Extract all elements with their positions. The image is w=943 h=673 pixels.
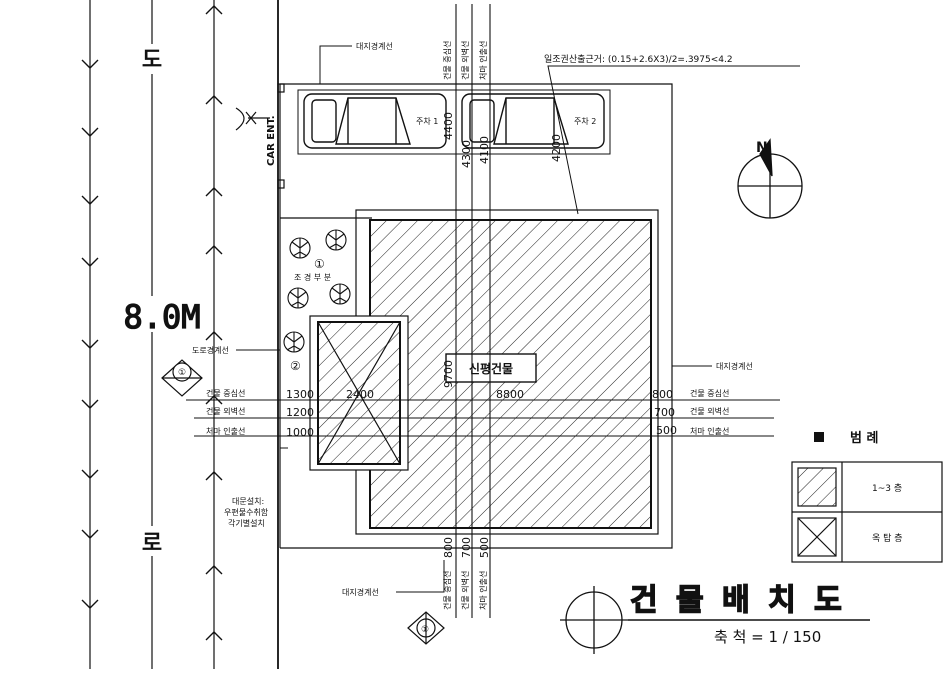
landscape-label: 조 경 부 분 — [294, 272, 331, 282]
roof-structure — [309, 315, 409, 471]
legend-swatch-rooftop — [797, 517, 837, 557]
north-arrow-icon — [737, 138, 803, 219]
bottom-dim-1: 800 — [442, 537, 455, 558]
left-line-value-2: 1200 — [286, 406, 314, 419]
car-1-label: 주차 1 — [416, 117, 438, 126]
section-mark-bottom-label: ① — [421, 625, 429, 635]
sunlight-angle-leader — [547, 65, 800, 215]
title-mark — [560, 586, 628, 654]
legend-bullet — [814, 432, 824, 442]
right-line-value-3: 500 — [656, 424, 677, 437]
drawing-title: 건 물 배 치 도 — [630, 583, 846, 618]
top-dim-1: 4400 — [442, 112, 455, 140]
section-mark-left-label: ① — [178, 368, 186, 378]
car-1-icon — [303, 93, 447, 149]
car-2-label: 주차 2 — [574, 117, 596, 126]
site-boundary-label-right: 대지경계선 — [716, 361, 753, 371]
vline-label-top-wall: 건물 외벽선 — [460, 41, 470, 80]
landscape-mark-1: ① — [314, 257, 325, 271]
site-boundary-label-top: 대지경계선 — [356, 41, 393, 51]
vline-label-bottom-center: 건물 중심선 — [442, 571, 452, 610]
top-dim-2: 4300 — [460, 140, 473, 168]
gate-note-1: 대문설치: — [232, 496, 264, 506]
vline-label-bottom-eave: 처마 인출선 — [478, 571, 488, 610]
road-width-bg — [112, 296, 212, 332]
horizontal-reference-lines — [186, 399, 780, 437]
road-width-label: 8.0M — [123, 298, 200, 336]
left-line-value-3: 1000 — [286, 426, 314, 439]
legend-row-rooftop: 옥 탑 층 — [872, 532, 903, 544]
legend-title: 범 례 — [850, 430, 878, 446]
building-name-box — [445, 353, 537, 383]
north-label: N — [756, 140, 768, 156]
boundary-leader-bottom — [396, 560, 445, 593]
left-line-label-2: 건물 외벽선 — [206, 406, 245, 416]
road-char-top-bg — [140, 44, 164, 74]
vline-label-top-eave: 처마 인출선 — [478, 41, 488, 80]
legend-swatch-floors — [797, 467, 837, 507]
vline-label-top-center: 건물 중심선 — [442, 41, 452, 80]
parking-bay — [297, 89, 611, 155]
landscape-mark-2: ② — [290, 359, 301, 373]
road-char-bottom-bg — [140, 526, 164, 556]
section-mark-bottom — [407, 611, 445, 645]
tree-icons — [283, 229, 351, 353]
site-boundary-label-bottom: 대지경계선 — [342, 587, 379, 597]
road-area — [81, 0, 279, 669]
road-char-bottom: 로 — [142, 531, 162, 556]
car-entrance-label: CAR ENT. — [266, 115, 277, 166]
site-boundary — [277, 83, 673, 549]
road-boundary-label: 도로경계선 — [192, 345, 229, 355]
drawing-scale: 축 척 = 1 / 150 — [714, 628, 821, 646]
right-line-value-2: 700 — [654, 406, 675, 419]
right-line-value-1: 800 — [652, 388, 673, 401]
dim-height: 9700 — [442, 360, 455, 388]
left-line-label-1: 건물 중심선 — [206, 388, 245, 398]
legend-row-floors: 1~3 층 — [872, 483, 902, 494]
boundary-leader-top — [319, 45, 352, 84]
right-line-label-2: 건물 외벽선 — [690, 406, 729, 416]
vline-label-bottom-wall: 건물 외벽선 — [460, 571, 470, 610]
dim-width-left: 2400 — [346, 388, 374, 401]
right-line-label-1: 건물 중심선 — [690, 388, 729, 398]
car-entrance-marker — [235, 107, 270, 131]
vertical-reference-lines — [455, 4, 491, 618]
legend-table — [791, 461, 943, 563]
right-line-label-3: 처마 인출선 — [690, 426, 729, 436]
left-line-label-3: 처마 인출선 — [206, 426, 245, 436]
bottom-dim-2: 700 — [460, 537, 473, 558]
top-dim-3: 4100 — [478, 136, 491, 164]
top-dim-4: 4200 — [550, 134, 563, 162]
building-name: 신평건물 — [469, 361, 513, 376]
gate-note-3: 각기별설치 — [228, 518, 265, 528]
gate-note-2: 우편물수취함 — [224, 507, 269, 517]
sunlight-formula: 일조권산출근거: (0.15+2.6X3)/2=.3975<4.2 — [544, 53, 733, 65]
section-mark-left — [161, 359, 203, 397]
dim-width-main: 8800 — [496, 388, 524, 401]
car-2-icon — [461, 93, 605, 149]
road-char-top: 도 — [142, 48, 162, 73]
bottom-dim-3: 500 — [478, 537, 491, 558]
left-line-value-1: 1300 — [286, 388, 314, 401]
